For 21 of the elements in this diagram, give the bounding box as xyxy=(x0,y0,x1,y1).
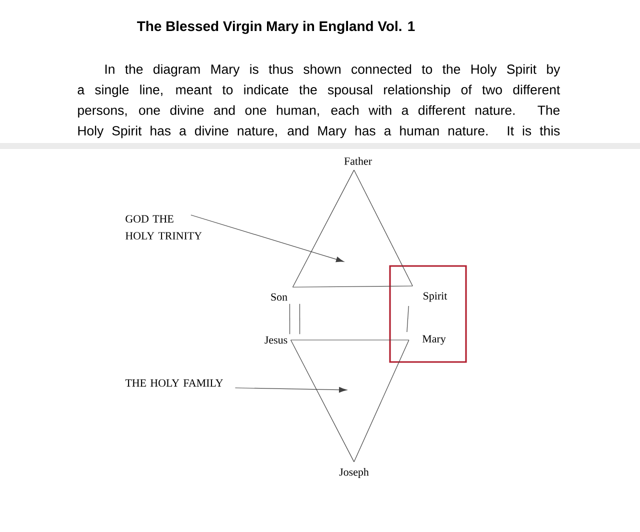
line xyxy=(406,306,409,332)
vertex-label: Jesus xyxy=(264,336,288,344)
pointer-caption: GOD THE HOLY TRINITY xyxy=(126,215,202,240)
vertex-label: Mary xyxy=(422,335,446,345)
vertex-label: Son xyxy=(271,293,288,301)
line xyxy=(354,170,413,286)
title: The Blessed Virgin Mary in England Vol. 1 xyxy=(137,20,415,34)
line xyxy=(292,170,354,288)
vertex-label: Father xyxy=(344,157,372,165)
line xyxy=(354,340,410,462)
pointer-caption: THE HOLY FAMILY xyxy=(125,379,223,387)
line xyxy=(289,304,290,334)
line xyxy=(292,286,413,288)
line xyxy=(299,304,300,334)
vertex-label: Spirit xyxy=(424,292,448,302)
leader-line xyxy=(234,387,347,393)
highlight-frame xyxy=(389,265,467,363)
paragraph: In the diagram Mary is thus shown connected to the Holy Spirit by a single line, meant to indicate the spousal relationship of two different persons, one divine and one human, each with a different nature. The Holy Spirit has a divine nature, and Mary has a human nature. It is this xyxy=(78,64,560,138)
line xyxy=(290,340,354,462)
leader-line xyxy=(190,214,344,262)
vertex-label: Joseph xyxy=(339,468,369,478)
